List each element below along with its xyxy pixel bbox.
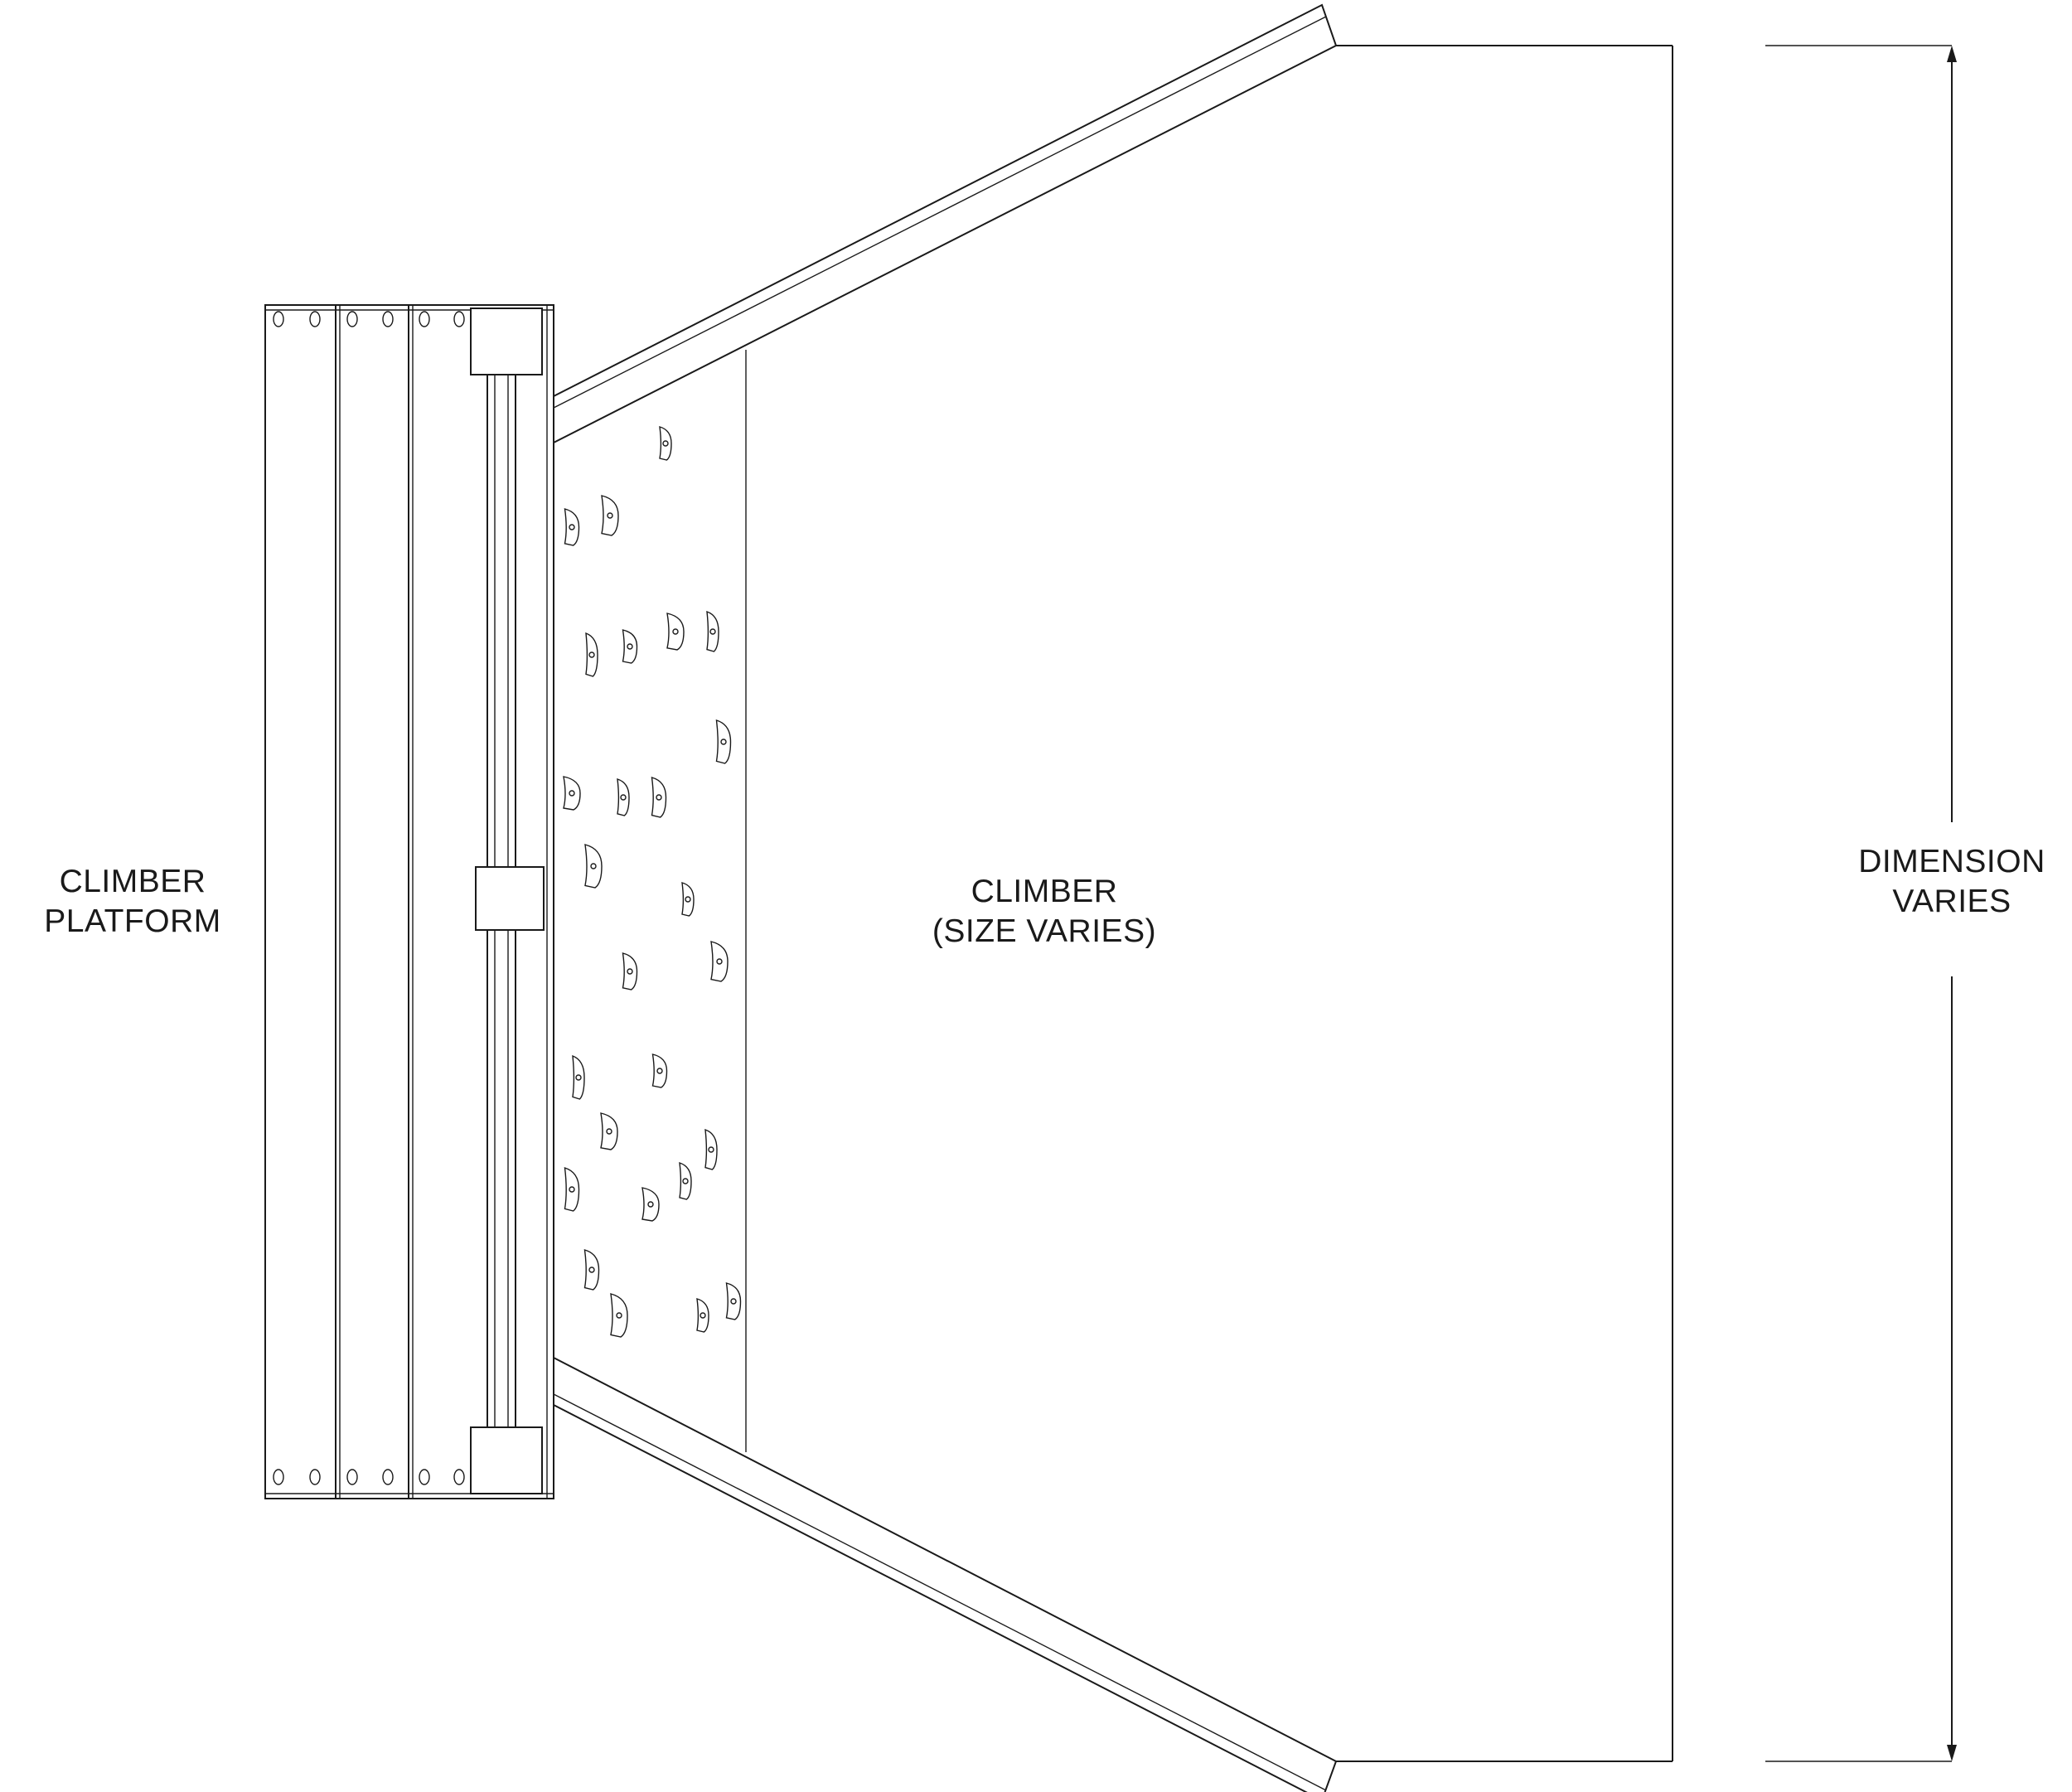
lower-support-beam: [553, 1356, 1338, 1792]
climbing-hold: [651, 1053, 668, 1088]
climbing-hold-bolt: [685, 896, 691, 903]
climbing-hold: [601, 495, 619, 536]
climbing-holds: [563, 426, 742, 1338]
climbing-hold: [725, 1282, 742, 1320]
climbing-hold-bolt: [662, 440, 669, 447]
climbing-hold: [563, 776, 581, 811]
climbing-hold-bolt: [672, 628, 679, 635]
bolt-hole: [309, 1469, 321, 1485]
bolt-hole: [453, 1469, 465, 1485]
climbing-hold-bolt: [656, 794, 662, 801]
climbing-hold: [564, 508, 580, 546]
climbing-hold: [704, 1128, 718, 1170]
climbing-hold-bolt: [607, 512, 613, 519]
bolt-hole: [453, 311, 465, 327]
dimension-line: [1765, 45, 1957, 1762]
climbing-hold: [666, 613, 685, 651]
climber-platform: [264, 304, 554, 1499]
climbing-hold: [584, 844, 603, 889]
climbing-hold: [622, 952, 638, 990]
bolt-hole: [419, 1469, 430, 1485]
climbing-hold: [696, 1298, 709, 1333]
climbing-hold-bolt: [709, 628, 716, 635]
climbing-hold: [572, 1054, 585, 1100]
climbing-hold: [564, 1167, 580, 1212]
climbing-hold-bolt: [588, 1267, 595, 1273]
bolt-hole: [273, 311, 284, 327]
climbing-hold-bolt: [590, 863, 597, 869]
climbing-hold: [600, 1112, 618, 1150]
climbing-hold-bolt: [606, 1128, 612, 1135]
climbing-hold: [622, 629, 638, 664]
bolt-hole: [346, 1469, 358, 1485]
climbing-hold-bolt: [716, 958, 723, 965]
climbing-hold-bolt: [682, 1178, 689, 1184]
bolt-hole: [382, 1469, 394, 1485]
climbing-hold: [715, 719, 732, 764]
rail-block-top: [470, 308, 543, 375]
arrow-up-icon: [1947, 46, 1957, 62]
climber-platform-label: CLIMBER PLATFORM: [44, 864, 221, 939]
arrow-down-icon: [1947, 1745, 1957, 1761]
bolt-hole: [273, 1469, 284, 1485]
climbing-hold-bolt: [656, 1068, 663, 1074]
climbing-hold-bolt: [700, 1312, 706, 1319]
climbing-hold-bolt: [730, 1298, 737, 1305]
rail-block-bottom: [470, 1426, 543, 1494]
climbing-hold-bolt: [627, 643, 633, 650]
bolt-hole: [382, 311, 394, 327]
upper-support-beam: [553, 3, 1338, 444]
climbing-hold: [610, 1293, 628, 1338]
climbing-hold: [679, 1162, 692, 1200]
rail-block-middle: [475, 866, 545, 931]
climbing-hold-bolt: [569, 524, 575, 530]
climbing-hold: [617, 778, 630, 816]
climbing-hold-bolt: [708, 1146, 714, 1153]
bolt-hole: [346, 311, 358, 327]
climbing-hold-bolt: [720, 739, 727, 745]
bolt-hole: [419, 311, 430, 327]
climbing-hold-bolt: [647, 1201, 654, 1208]
climbing-hold: [659, 426, 672, 461]
climbing-hold-bolt: [569, 790, 575, 797]
climbing-hold: [585, 632, 598, 677]
dimension-label: DIMENSION VARIES: [1858, 844, 2045, 919]
climbing-hold: [681, 882, 695, 917]
climbing-hold: [641, 1187, 660, 1222]
climbing-hold-bolt: [627, 968, 633, 975]
climbing-hold-bolt: [569, 1186, 575, 1193]
climbing-hold: [710, 941, 729, 982]
bolt-hole: [309, 311, 321, 327]
climbing-hold-bolt: [588, 651, 595, 658]
climbing-hold: [583, 1249, 600, 1291]
bolt-holes: [273, 311, 465, 1485]
climber-wall: [745, 45, 1673, 1762]
climbing-hold-bolt: [575, 1074, 582, 1081]
climbing-hold: [651, 777, 667, 818]
climbing-hold: [706, 610, 719, 652]
climbing-hold-bolt: [616, 1312, 622, 1319]
climbing-hold-bolt: [620, 794, 627, 801]
climber-label: CLIMBER (SIZE VARIES): [932, 874, 1157, 949]
